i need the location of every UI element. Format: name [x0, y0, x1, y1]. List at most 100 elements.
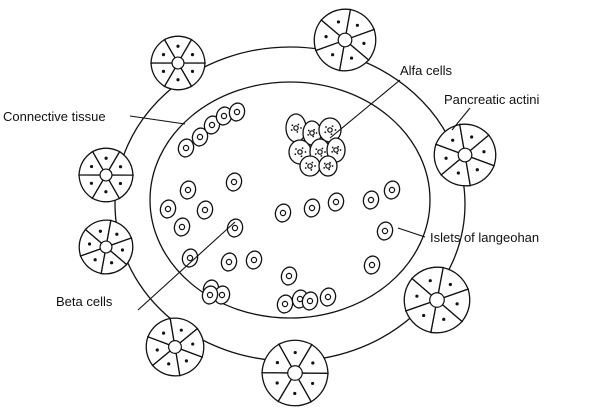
acinar-nucleus	[191, 53, 194, 56]
connective-tissue-label: Connective tissue	[3, 109, 106, 124]
alfa-granule	[305, 151, 307, 153]
alfa-granule	[315, 153, 317, 155]
beta-cell-nucleus	[207, 292, 212, 297]
acinus	[79, 220, 133, 274]
alfa-cell-nucleus	[298, 150, 302, 154]
beta-cell-nucleus	[325, 294, 330, 299]
alfa-granule	[296, 131, 298, 133]
acinar-nucleus	[94, 258, 97, 261]
acinar-nucleus	[162, 332, 165, 335]
acinar-nucleus	[90, 182, 93, 185]
alfa-cell-nucleus	[318, 150, 322, 154]
alfa-cell-nucleus	[328, 128, 332, 132]
beta-cells-label: Beta cells	[56, 294, 113, 309]
beta-cell-nucleus	[280, 210, 285, 215]
acinar-nucleus	[119, 182, 122, 185]
acinar-nucleus	[99, 230, 102, 233]
alfa-granule	[314, 165, 316, 167]
alfa-granule	[295, 148, 297, 150]
alfa-granule	[312, 136, 314, 138]
alfa-granule	[337, 146, 339, 148]
alfa-granule	[313, 129, 315, 131]
beta-cell-nucleus	[185, 187, 190, 192]
acinus	[79, 148, 133, 202]
alfa-cell-nucleus	[326, 164, 330, 168]
acinus	[146, 318, 204, 376]
acinus-lumen	[458, 148, 472, 162]
islets-of-langeohan-label: Islets of langeohan	[430, 230, 539, 245]
alfa-granule	[329, 162, 331, 164]
acinar-nucleus	[350, 56, 353, 59]
acinus	[314, 9, 376, 71]
alfa-granule	[310, 169, 312, 171]
acinar-nucleus	[276, 381, 279, 384]
acinar-nucleus	[180, 329, 183, 332]
alfa-granule	[332, 165, 334, 167]
beta-cell-nucleus	[333, 199, 338, 204]
alfa-granule	[305, 162, 307, 164]
beta-cell-nucleus	[209, 122, 214, 127]
alfa-granule	[315, 148, 317, 150]
acinus	[151, 36, 205, 90]
acinar-nucleus	[176, 78, 179, 81]
beta-cell-nucleus	[382, 228, 387, 233]
acinus-lumen	[169, 341, 182, 354]
beta-cell-nucleus	[369, 262, 374, 267]
alfa-cells-leader	[330, 80, 400, 138]
alfa-granule	[332, 147, 334, 149]
acinar-nucleus	[415, 295, 418, 298]
alfa-granule	[291, 129, 293, 131]
beta-cell-nucleus	[286, 273, 291, 278]
acinar-nucleus	[162, 53, 165, 56]
acinus	[434, 124, 496, 186]
alfa-granule	[316, 132, 318, 134]
beta-cell-nucleus	[368, 197, 373, 202]
alfa-granule	[331, 133, 333, 135]
beta-cell-nucleus	[389, 187, 394, 192]
acinar-nucleus	[457, 171, 460, 174]
pancreatic-actini-label: Pancreatic actini	[444, 92, 539, 107]
beta-cell-nucleus	[187, 255, 192, 260]
acinar-nucleus	[90, 165, 93, 168]
alfa-granule	[320, 155, 322, 157]
acinar-nucleus	[444, 157, 447, 160]
acinus-lumen	[100, 169, 112, 181]
islet-cells-group	[158, 101, 401, 314]
alfa-granule	[308, 130, 310, 132]
acinus	[262, 340, 328, 406]
acinar-nucleus	[156, 348, 159, 351]
acinar-nucleus	[119, 165, 122, 168]
alfa-granule	[335, 129, 337, 131]
acinar-nucleus	[191, 342, 194, 345]
alfa-granule	[323, 167, 325, 169]
alfa-granule	[307, 134, 309, 136]
acinar-nucleus	[324, 35, 327, 38]
acinar-nucleus	[162, 70, 165, 73]
acinar-nucleus	[115, 233, 118, 236]
acinar-nucleus	[482, 150, 485, 153]
alfa-granule	[300, 127, 302, 129]
alfa-cell-nucleus	[294, 126, 298, 130]
acinus-lumen	[338, 33, 352, 47]
beta-cell-nucleus	[165, 206, 170, 211]
acinar-nucleus	[293, 392, 296, 395]
alfa-granule	[297, 124, 299, 126]
acinus-lumen	[430, 293, 445, 308]
alfa-granule	[325, 126, 327, 128]
acinus-lumen	[100, 241, 112, 253]
alfa-cells-label: Alfa cells	[400, 63, 453, 78]
alfa-granule	[336, 153, 338, 155]
acinus	[404, 267, 470, 333]
acinar-nucleus	[185, 359, 188, 362]
beta-cell-nucleus	[221, 113, 226, 118]
acinar-nucleus	[362, 42, 365, 45]
beta-cell-nucleus	[226, 259, 231, 264]
acinar-nucleus	[104, 157, 107, 160]
alfa-granule	[301, 155, 303, 157]
beta-cell-nucleus	[307, 298, 312, 303]
beta-cell-nucleus	[309, 205, 314, 210]
beta-cell-nucleus	[232, 225, 237, 230]
acinar-nucleus	[470, 135, 473, 138]
acinar-nucleus	[88, 242, 91, 245]
